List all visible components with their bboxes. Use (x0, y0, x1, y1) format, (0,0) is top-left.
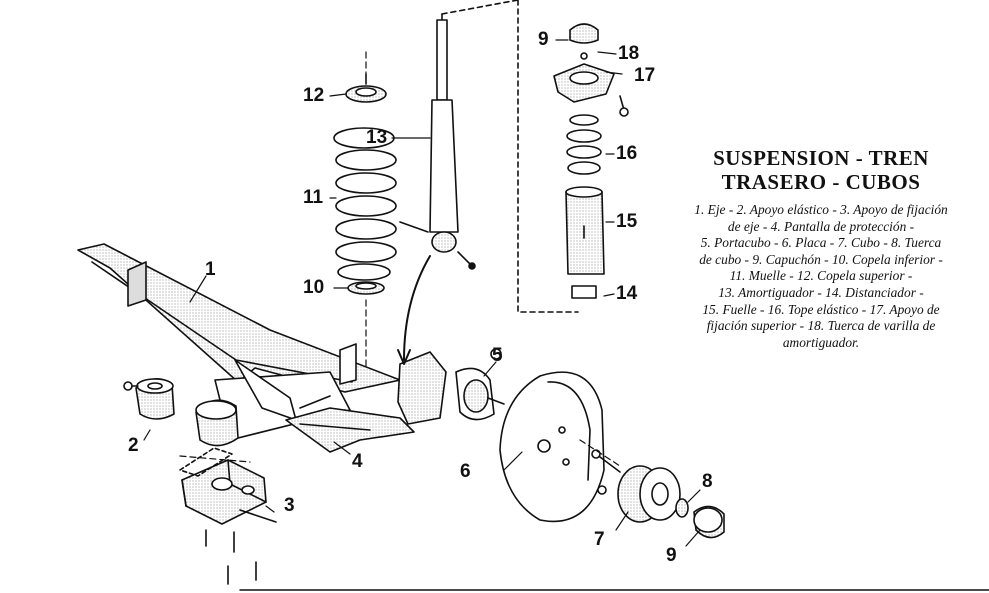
callout-8: 8 (702, 471, 713, 492)
title-line-1: SUSPENSION - TREN (713, 146, 929, 170)
callout-2: 2 (128, 435, 139, 456)
backing-plate (499, 371, 605, 523)
title-line-2: TRASERO - CUBOS (721, 170, 921, 194)
callout-1: 1 (205, 259, 216, 280)
callout-16: 16 (616, 143, 638, 164)
legend-line: 11. Muelle - 12. Copela superior - (729, 268, 913, 284)
hub-cap (693, 505, 725, 539)
hub (591, 449, 681, 523)
callout-14: 14 (616, 283, 638, 304)
callout-12: 12 (303, 85, 325, 106)
title-block: SUSPENSION - TREN TRASERO - CUBOS 1. Eje… (664, 146, 978, 351)
legend-line: amortiguador. (782, 334, 860, 350)
callout-3: 3 (284, 495, 295, 516)
bracket-plate (179, 447, 277, 585)
hub-carrier (397, 348, 505, 425)
callout-17: 17 (634, 65, 656, 86)
legend-line: 1. Eje - 2. Apoyo elástico - 3. Apoyo de… (694, 202, 948, 217)
rubber-mount (123, 378, 239, 447)
legend-line: 5. Portacubo - 6. Placa - 7. Cubo - 8. T… (700, 235, 942, 251)
legend-line: de cubo - 9. Capuchón - 10. Copela infer… (699, 251, 943, 267)
callout-15: 15 (616, 211, 638, 232)
legend-line: fijación superior - 18. Tuerca de varill… (706, 318, 936, 334)
upper-spring-seat (345, 73, 387, 103)
callout-10: 10 (303, 277, 325, 298)
legend-line: de eje - 4. Pantalla de protección - (727, 218, 915, 234)
coil-spring (333, 127, 397, 281)
callout-7: 7 (594, 529, 605, 550)
strut-top-assembly (517, 0, 629, 313)
callout-6: 6 (460, 461, 471, 482)
callout-11: 11 (303, 187, 324, 208)
callout-18: 18 (618, 43, 640, 64)
callout-4: 4 (352, 451, 363, 472)
lower-spring-seat (347, 281, 385, 295)
legend-line: 13. Amortiguador - 14. Distanciador - (718, 284, 924, 300)
leader-lines (143, 39, 701, 547)
legend-line: 15. Fuelle - 16. Tope elástico - 17. Apo… (702, 301, 940, 317)
parts-legend: 1. Eje - 2. Apoyo elástico - 3. Apoyo de… (664, 202, 978, 351)
callout-9-hubcap: 9 (666, 545, 677, 566)
shock-absorber (399, 0, 519, 270)
hub-nut (675, 498, 689, 518)
callout-13: 13 (366, 127, 388, 148)
callout-9-top: 9 (538, 29, 549, 50)
protection-shield (285, 407, 415, 453)
callout-5: 5 (492, 345, 503, 366)
